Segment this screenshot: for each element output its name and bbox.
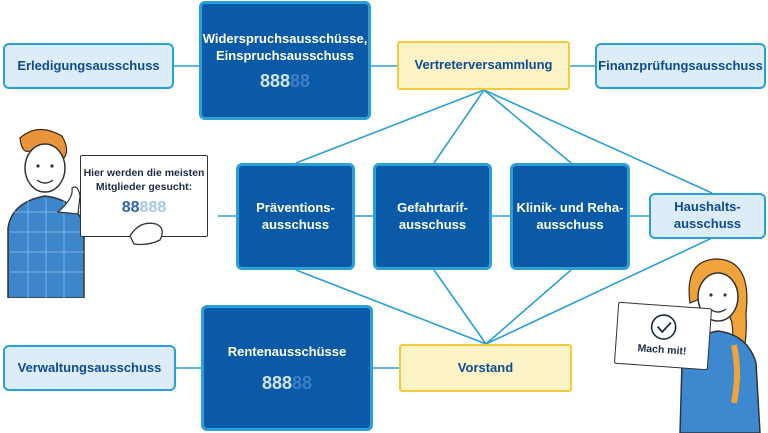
node-label: Finanzprüfungsausschuss — [598, 57, 763, 73]
node-widerspruchsausschuesse: Widerspruchsausschüsse, Einspruchsaussch… — [199, 1, 371, 120]
member-demand-icons: 88888 — [81, 200, 207, 216]
node-label-line1: Klinik- und Reha- — [516, 199, 624, 215]
person-pair-icon: 8 — [271, 373, 282, 394]
node-klinik-reha-ausschuss: Klinik- und Reha- ausschuss — [510, 163, 630, 270]
node-label: Erledigungsausschuss — [17, 57, 160, 73]
member-demand-icons: 88888 — [262, 374, 312, 392]
person-pair-icon: 8 — [121, 199, 131, 217]
node-erledigungsausschuss: Erledigungsausschuss — [3, 43, 174, 89]
node-label-line2: ausschuss — [536, 216, 604, 232]
man-hand-illustration — [129, 222, 163, 246]
node-label-line1: Gefahrtarif- — [397, 199, 468, 215]
node-label-line2: Einspruchsausschuss — [216, 47, 354, 63]
person-pair-icon: 8 — [130, 199, 140, 217]
node-label-line2: ausschuss — [673, 216, 742, 231]
node-label: Vertreterversammlung — [414, 57, 553, 73]
node-haushaltsausschuss: Haushalts- ausschuss — [649, 193, 766, 239]
edge-vorstand-haushalt — [485, 237, 713, 345]
edge-vertreter-praevention — [295, 89, 485, 164]
node-label-line2: ausschuss — [398, 216, 467, 232]
node-rentenausschuesse: Rentenausschüsse 88888 — [201, 305, 373, 431]
callout-text-line2: Mitglieder gesucht: — [95, 181, 193, 194]
callout-text-line1: Hier werden die meisten — [83, 167, 205, 179]
person-pair-icon: 8 — [157, 199, 167, 217]
edge-vertreter-klinik — [483, 89, 572, 164]
person-pair-icon: 8 — [261, 373, 272, 394]
person-pair-icon: 8 — [290, 71, 301, 92]
node-finanzpruefungsausschuss: Finanzprüfungsausschuss — [595, 43, 766, 89]
person-pair-icon: 8 — [292, 373, 303, 394]
edge-vertreter-gefahrtarif — [433, 89, 485, 164]
checkmark-circle-icon — [650, 314, 677, 340]
edge-vorstand-praevention — [295, 269, 487, 345]
person-pair-icon: 8 — [281, 373, 292, 394]
node-verwaltungsausschuss: Verwaltungsausschuss — [3, 345, 176, 391]
edge-vorstand-gefahrtarif — [433, 269, 487, 345]
edge-vertreter-haushalt — [483, 89, 713, 194]
person-pair-icon: 8 — [300, 71, 311, 92]
callout-text: Mach mit! — [637, 342, 687, 358]
member-demand-icons: 88888 — [260, 72, 310, 90]
callout-card-right: Mach mit! — [613, 301, 713, 371]
node-praeventionsausschuss: Präventions- ausschuss — [236, 163, 355, 270]
node-label: Verwaltungsausschuss — [17, 359, 162, 375]
node-gefahrtarifausschuss: Gefahrtarif- ausschuss — [373, 163, 492, 270]
node-vorstand: Vorstand — [399, 344, 572, 392]
node-label-line1: Präventions- — [256, 199, 335, 215]
person-pair-icon: 8 — [259, 71, 270, 92]
node-label-line1: Widerspruchsausschüsse, — [202, 30, 368, 46]
node-label: Rentenausschüsse — [227, 343, 347, 359]
node-label: Vorstand — [457, 359, 514, 375]
node-label-line2: ausschuss — [261, 216, 330, 232]
person-pair-icon: 8 — [139, 199, 149, 217]
person-pair-icon: 8 — [302, 373, 313, 394]
node-label-line1: Haushalts- — [674, 199, 741, 215]
edge-vorstand-klinik — [485, 269, 572, 345]
man-illustration — [7, 128, 85, 298]
person-pair-icon: 8 — [269, 71, 280, 92]
person-pair-icon: 8 — [279, 71, 290, 92]
node-vertreterversammlung: Vertreterversammlung — [397, 41, 570, 90]
person-pair-icon: 8 — [148, 199, 158, 217]
